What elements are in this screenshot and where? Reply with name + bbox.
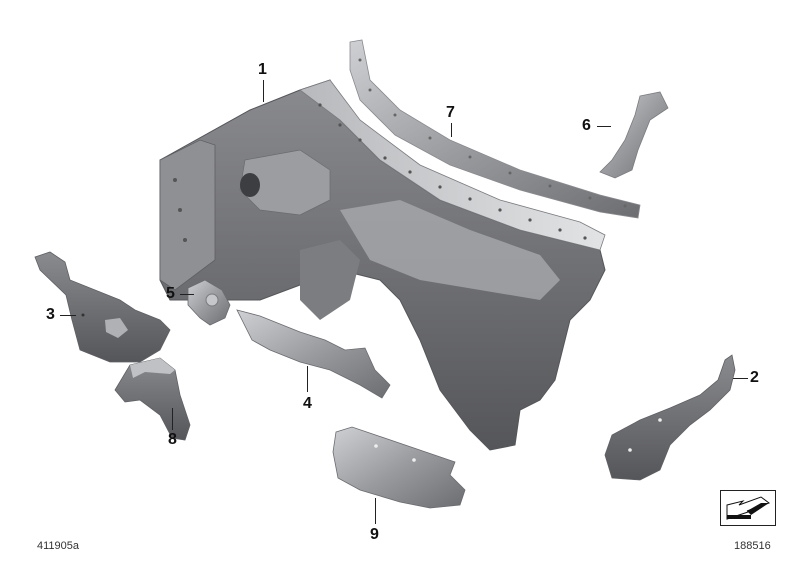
leader-line-4	[307, 366, 308, 392]
callout-8[interactable]: 8	[168, 431, 177, 448]
callout-1[interactable]: 1	[258, 61, 267, 78]
part-3-side-panel[interactable]	[34, 251, 171, 363]
part-7-cowl-strip[interactable]	[349, 39, 641, 219]
callout-2[interactable]: 2	[750, 369, 759, 386]
part-5-small-bracket[interactable]	[187, 279, 231, 326]
leader-line-2	[733, 378, 748, 379]
leader-line-5	[180, 294, 194, 295]
nav-reference-number: 188516	[734, 540, 771, 552]
diagram-number: 411905a	[37, 540, 80, 552]
part-9-lower-bracket[interactable]	[332, 426, 466, 509]
part-1-bulkhead[interactable]	[159, 79, 606, 451]
back-navigation-button[interactable]	[720, 490, 776, 526]
part-2-side-panel[interactable]	[604, 354, 736, 481]
callout-6[interactable]: 6	[582, 117, 591, 134]
callout-5[interactable]: 5	[166, 285, 175, 302]
callout-7[interactable]: 7	[446, 104, 455, 121]
part-6-bracket[interactable]	[599, 91, 669, 179]
leader-line-9	[375, 498, 376, 524]
part-4-beam[interactable]	[236, 309, 391, 399]
leader-line-7	[451, 123, 452, 137]
leader-line-1	[263, 80, 264, 102]
leader-line-6	[597, 126, 611, 127]
leader-line-8	[172, 408, 173, 430]
callout-4[interactable]: 4	[303, 395, 312, 412]
back-arrow-icon	[726, 496, 771, 520]
callout-3[interactable]: 3	[46, 306, 55, 323]
leader-line-3	[60, 315, 76, 316]
callout-9[interactable]: 9	[370, 526, 379, 543]
part-8-arch-piece[interactable]	[114, 357, 191, 441]
